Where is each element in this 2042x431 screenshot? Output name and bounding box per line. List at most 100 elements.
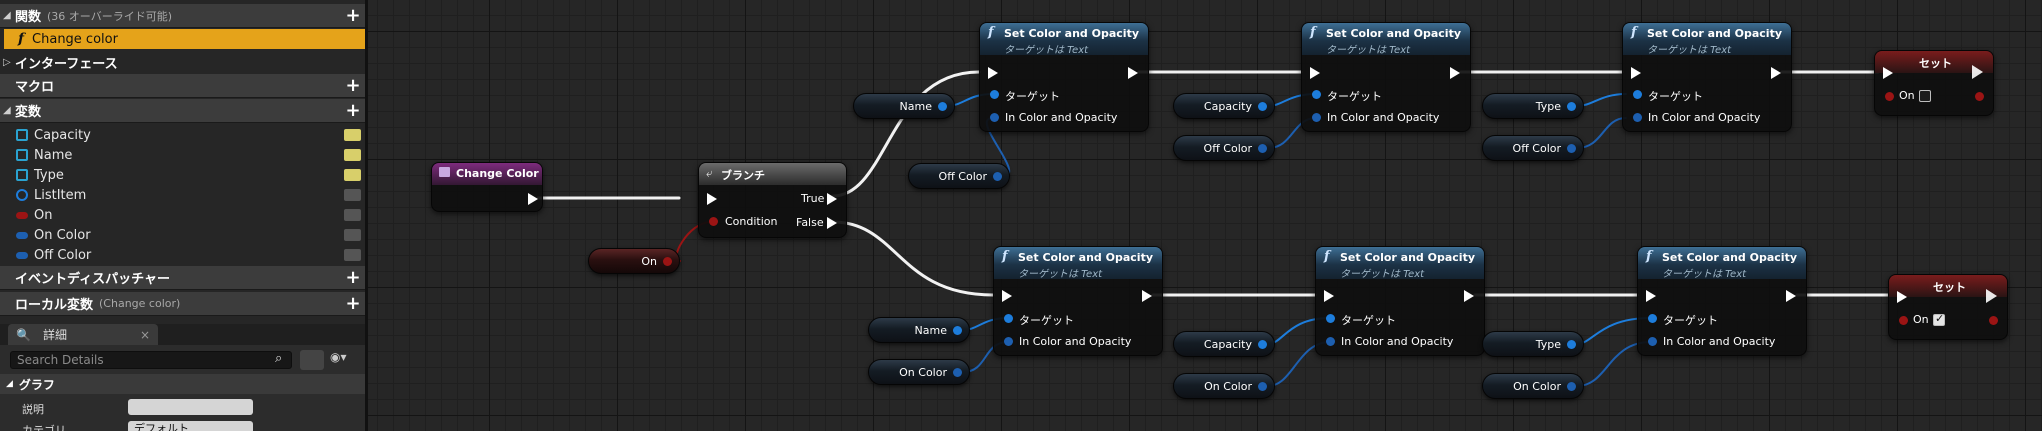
- collapse-arrow-icon[interactable]: ◢: [3, 105, 11, 116]
- on-color-getter-node[interactable]: On Color: [1482, 373, 1584, 399]
- eye-open-icon[interactable]: [344, 149, 361, 161]
- exec-in-pin[interactable]: [1897, 291, 1907, 303]
- set-color-node-false-1[interactable]: f Set Color and Opacity ターゲットは Text ターゲッ…: [993, 246, 1163, 356]
- target-pin[interactable]: [1633, 90, 1642, 99]
- type-getter-node[interactable]: Type: [1482, 331, 1584, 357]
- off-color-getter-node[interactable]: Off Color: [1173, 135, 1275, 161]
- add-variable-button[interactable]: +: [345, 100, 361, 121]
- expand-arrow-icon[interactable]: ▷: [3, 56, 11, 68]
- var-out-pin[interactable]: [953, 326, 962, 335]
- description-field[interactable]: [128, 399, 253, 415]
- set-color-node-true-1[interactable]: f Set Color and Opacity ターゲットは Text ターゲッ…: [979, 22, 1149, 132]
- var-out-pin[interactable]: [1567, 144, 1576, 153]
- function-item-change-color[interactable]: f Change color: [4, 29, 365, 49]
- variables-category[interactable]: ◢ 変数 +: [0, 99, 365, 123]
- eye-options-icon[interactable]: ◉▾: [330, 350, 347, 364]
- variable-item-on[interactable]: On: [4, 205, 365, 225]
- graph-editor[interactable]: Change Color ⤶ ブランチ True Condition False…: [368, 0, 2042, 431]
- set-color-node-false-3[interactable]: f Set Color and Opacity ターゲットは Text ターゲッ…: [1637, 246, 1807, 356]
- capacity-getter-node[interactable]: Capacity: [1173, 331, 1275, 357]
- var-out-pin[interactable]: [1258, 144, 1267, 153]
- target-pin[interactable]: [1648, 314, 1657, 323]
- grid-view-icon[interactable]: [300, 350, 324, 370]
- off-color-getter-node[interactable]: Off Color: [1482, 135, 1584, 161]
- off-color-getter-node[interactable]: Off Color: [908, 163, 1010, 189]
- exec-in-pin[interactable]: [1883, 67, 1893, 79]
- set-on-node-true[interactable]: セット On: [1888, 274, 2008, 340]
- collapse-arrow-icon[interactable]: ◢: [3, 10, 11, 21]
- exec-out-pin[interactable]: [1464, 290, 1474, 302]
- exec-out-pin[interactable]: [528, 193, 538, 205]
- in-color-pin[interactable]: [1004, 337, 1013, 346]
- type-getter-node[interactable]: Type: [1482, 93, 1584, 119]
- eye-closed-icon[interactable]: [344, 229, 361, 241]
- eye-closed-icon[interactable]: [344, 189, 361, 201]
- exec-in-pin[interactable]: [707, 193, 717, 205]
- exec-in-pin[interactable]: [1646, 290, 1656, 302]
- variable-item-listitem[interactable]: ListItem: [4, 185, 365, 205]
- variable-item-type[interactable]: Type: [4, 165, 365, 185]
- exec-in-pin[interactable]: [1002, 290, 1012, 302]
- add-function-button[interactable]: +: [345, 5, 361, 26]
- branch-node[interactable]: ⤶ ブランチ True Condition False: [698, 162, 847, 238]
- local-variables-category[interactable]: ローカル変数 (Change color) +: [0, 292, 365, 316]
- exec-in-pin[interactable]: [1324, 290, 1334, 302]
- interfaces-category[interactable]: ▷ インターフェース: [0, 50, 365, 74]
- search-icon[interactable]: ⌕: [275, 351, 283, 366]
- exec-in-pin[interactable]: [988, 67, 998, 79]
- var-out-pin[interactable]: [1258, 102, 1267, 111]
- graph-section-header[interactable]: ◢ グラフ: [0, 374, 365, 394]
- exec-out-pin[interactable]: [1128, 67, 1138, 79]
- exec-in-pin[interactable]: [1310, 67, 1320, 79]
- eye-open-icon[interactable]: [344, 129, 361, 141]
- condition-pin[interactable]: [709, 217, 718, 226]
- add-event-dispatcher-button[interactable]: +: [345, 267, 361, 288]
- var-out-pin[interactable]: [1567, 382, 1576, 391]
- in-color-pin[interactable]: [990, 113, 999, 122]
- target-pin[interactable]: [1312, 90, 1321, 99]
- exec-out-pin[interactable]: [1986, 289, 1997, 303]
- on-getter-node[interactable]: On: [588, 248, 680, 274]
- var-out-pin[interactable]: [953, 368, 962, 377]
- target-pin[interactable]: [1004, 314, 1013, 323]
- on-color-getter-node[interactable]: On Color: [1173, 373, 1275, 399]
- exec-out-pin[interactable]: [1450, 67, 1460, 79]
- add-macro-button[interactable]: +: [345, 75, 361, 96]
- eye-closed-icon[interactable]: [344, 209, 361, 221]
- name-getter-node[interactable]: Name: [868, 317, 970, 343]
- on-checkbox[interactable]: [1933, 312, 1945, 326]
- var-out-pin[interactable]: [1258, 340, 1267, 349]
- eye-open-icon[interactable]: [344, 169, 361, 181]
- var-out-pin[interactable]: [1567, 102, 1576, 111]
- var-out-pin[interactable]: [1258, 382, 1267, 391]
- functions-category[interactable]: ◢ 関数 (36 オーバーライド可能) +: [0, 4, 365, 28]
- variable-item-capacity[interactable]: Capacity: [4, 125, 365, 145]
- set-on-node-false[interactable]: セット On: [1874, 50, 1994, 116]
- in-color-pin[interactable]: [1312, 113, 1321, 122]
- exec-in-pin[interactable]: [1631, 67, 1641, 79]
- on-out-pin[interactable]: [1975, 92, 1984, 101]
- on-color-getter-node[interactable]: On Color: [868, 359, 970, 385]
- on-in-pin[interactable]: [1899, 316, 1908, 325]
- on-out-pin[interactable]: [1989, 316, 1998, 325]
- capacity-getter-node[interactable]: Capacity: [1173, 93, 1275, 119]
- var-out-pin[interactable]: [1567, 340, 1576, 349]
- variable-item-on-color[interactable]: On Color: [4, 225, 365, 245]
- tab-details[interactable]: 🔍 詳細 ×: [8, 324, 158, 345]
- exec-out-pin[interactable]: [1142, 290, 1152, 302]
- bool-out-pin[interactable]: [663, 257, 672, 266]
- variable-item-off-color[interactable]: Off Color: [4, 245, 365, 265]
- in-color-pin[interactable]: [1648, 337, 1657, 346]
- set-color-node-false-2[interactable]: f Set Color and Opacity ターゲットは Text ターゲッ…: [1315, 246, 1485, 356]
- close-icon[interactable]: ×: [139, 327, 150, 342]
- in-color-pin[interactable]: [1633, 113, 1642, 122]
- true-exec-pin[interactable]: [827, 193, 837, 205]
- category-dropdown[interactable]: デフォルト: [128, 421, 253, 431]
- in-color-pin[interactable]: [1326, 337, 1335, 346]
- panel-splitter[interactable]: [365, 0, 368, 431]
- search-details-input[interactable]: Search Details: [10, 351, 292, 369]
- target-pin[interactable]: [1326, 314, 1335, 323]
- event-dispatchers-category[interactable]: イベントディスパッチャー +: [0, 266, 365, 290]
- variable-item-name[interactable]: Name: [4, 145, 365, 165]
- var-out-pin[interactable]: [993, 172, 1002, 181]
